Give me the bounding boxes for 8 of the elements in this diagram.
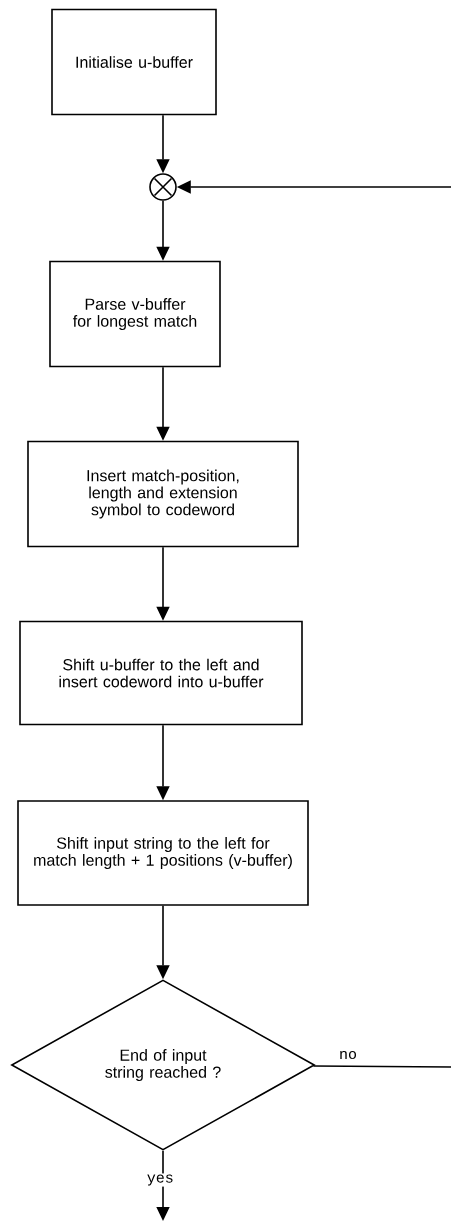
junction-symbol bbox=[149, 173, 177, 201]
process-box: Shift input string to the left for match length + 1 positions (v-buffer) bbox=[17, 800, 309, 906]
process-box: Insert match-position, length and extension symbol to codeword bbox=[27, 440, 299, 548]
process-box: Initialise u-buffer bbox=[51, 8, 217, 116]
edge-label: yes bbox=[147, 1174, 173, 1186]
process-box: Shift u-buffer to the left and insert codeword into u-buffer bbox=[19, 620, 303, 726]
edge-label: no bbox=[340, 1050, 357, 1060]
process-box: Parse v-buffer for longest match bbox=[49, 260, 221, 368]
